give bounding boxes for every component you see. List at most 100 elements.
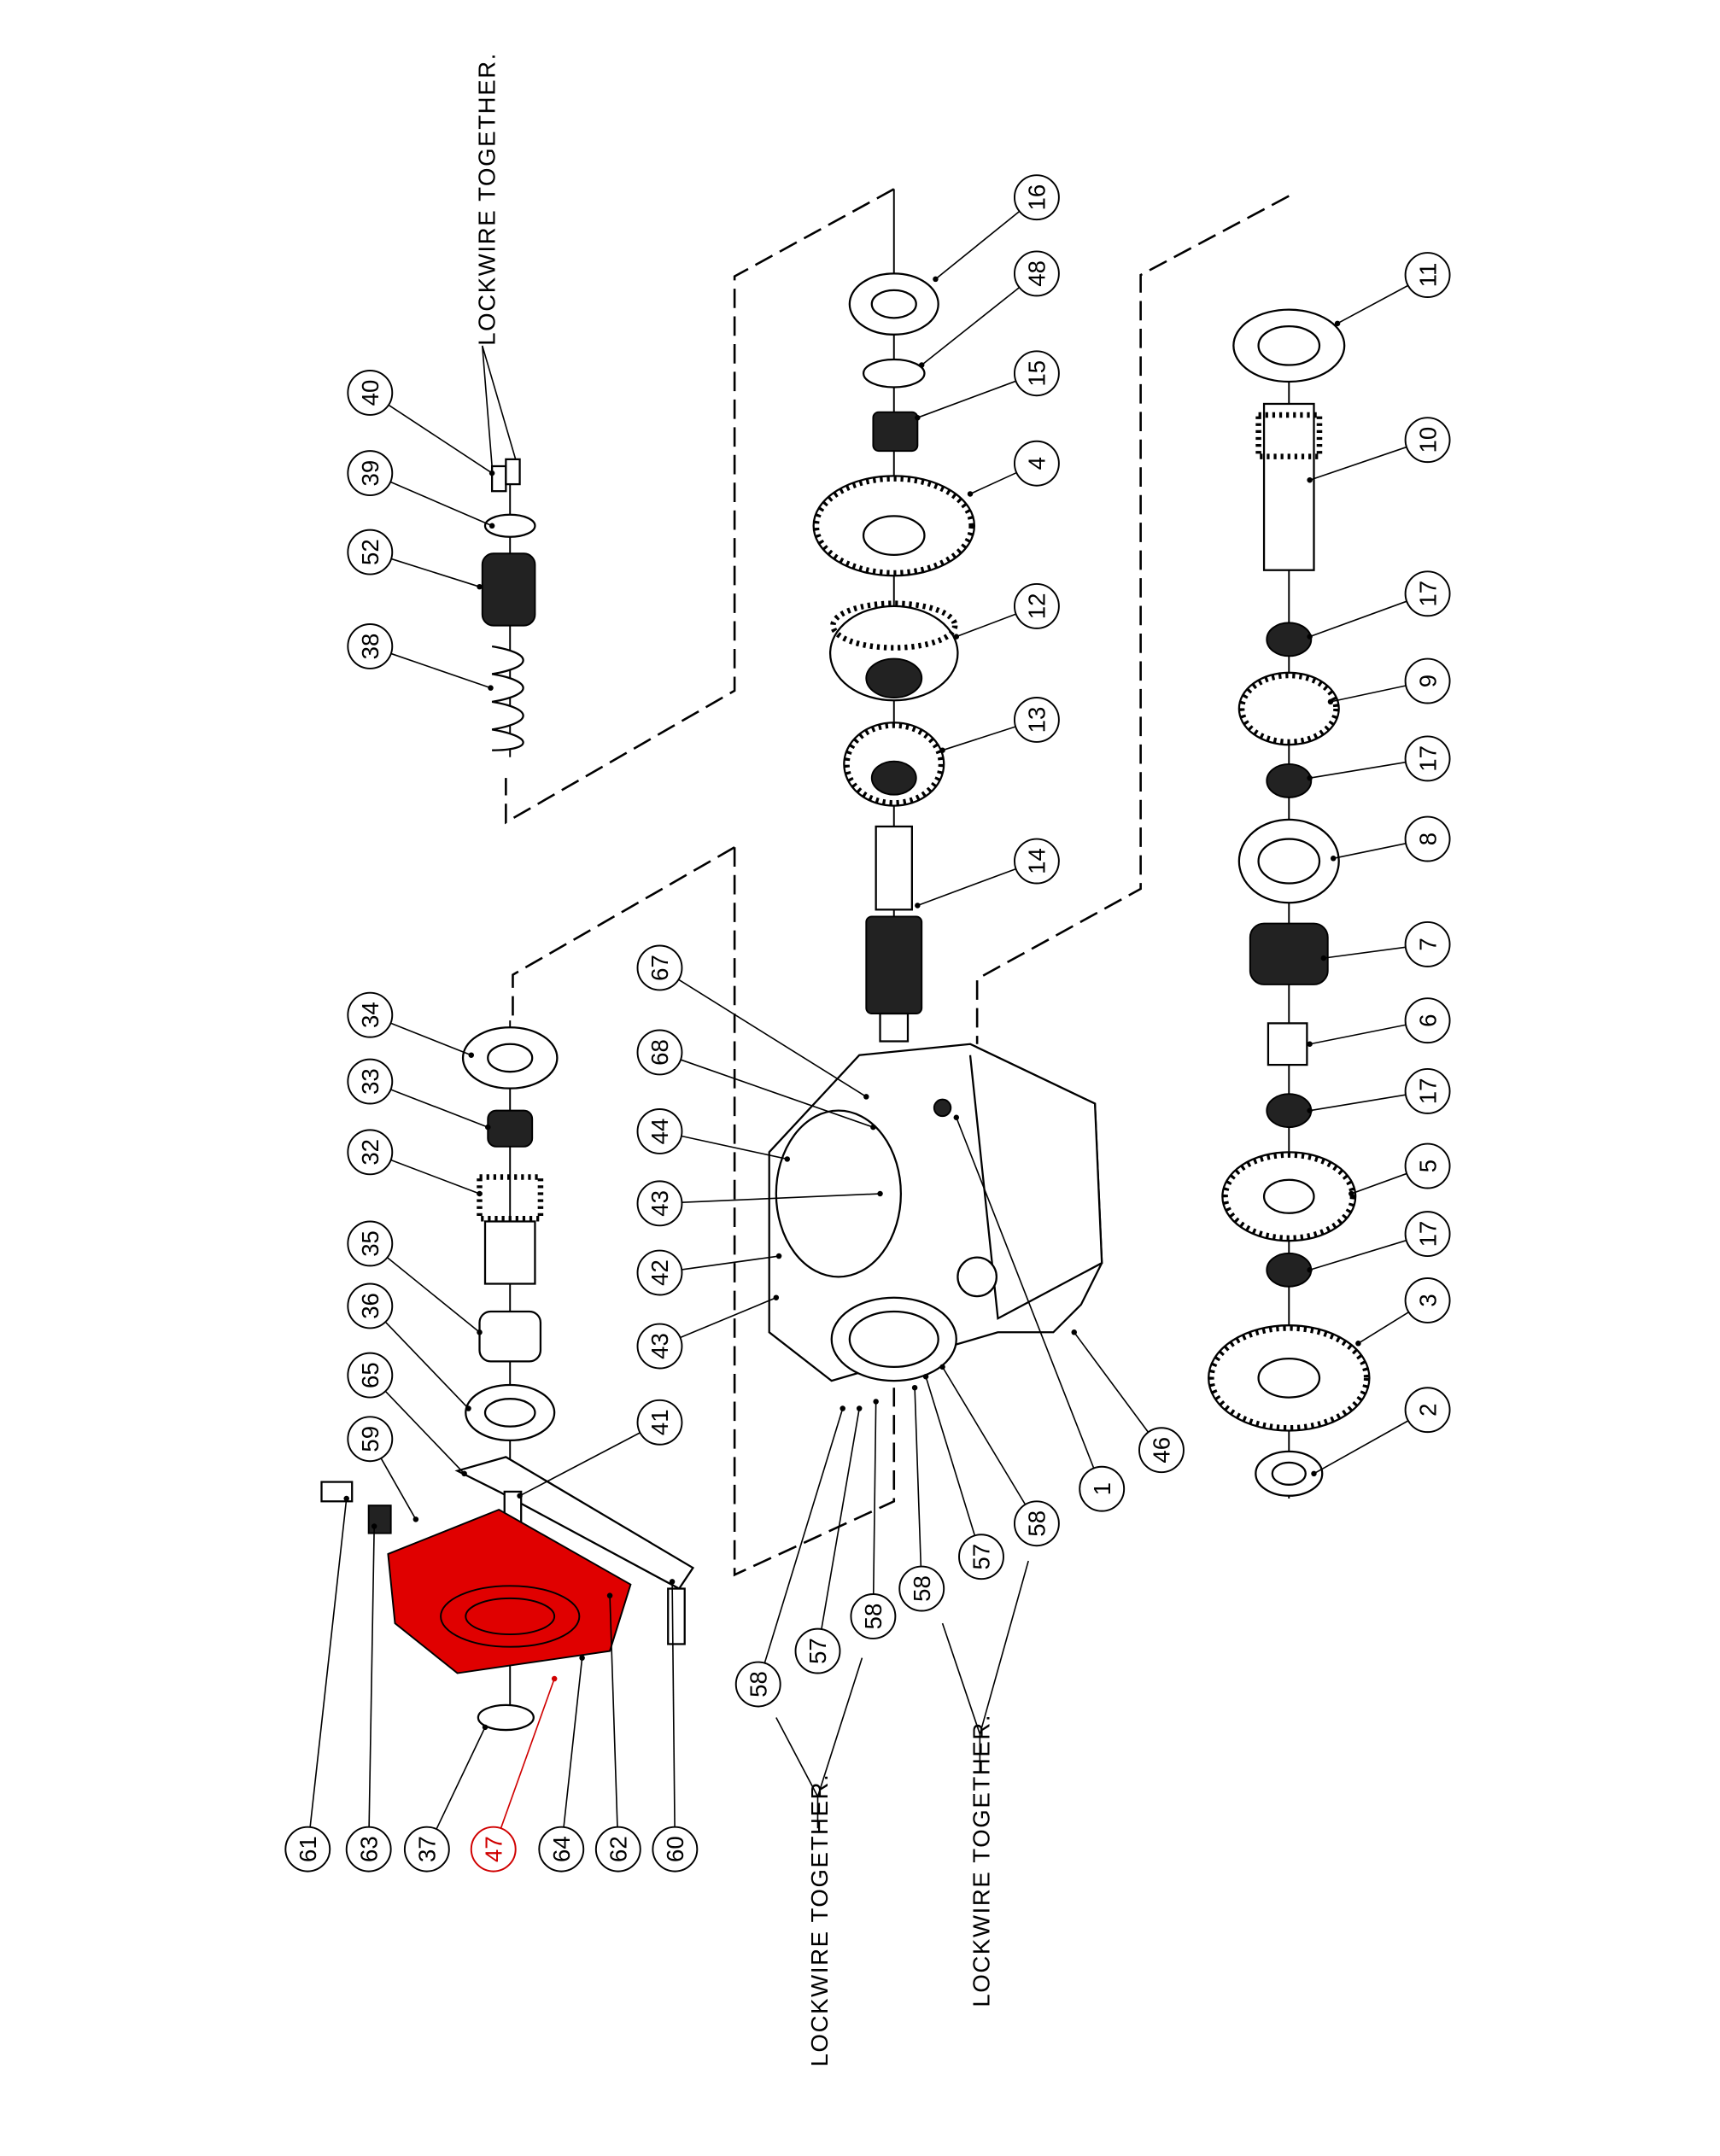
callout-part-41[interactable]: 41: [636, 1399, 683, 1446]
callout-number: 44: [646, 1119, 673, 1145]
callout-part-67[interactable]: 67: [636, 944, 683, 991]
callout-number: 52: [357, 539, 383, 565]
callout-part-9[interactable]: 9: [1404, 657, 1451, 704]
callout-circle: [636, 1323, 683, 1370]
callout-number: 58: [909, 1575, 935, 1602]
callout-part-43[interactable]: 43: [636, 1323, 683, 1370]
callout-part-68[interactable]: 68: [636, 1029, 683, 1076]
callout-part-32[interactable]: 32: [347, 1129, 394, 1176]
callout-part-12[interactable]: 12: [1013, 582, 1060, 629]
callout-part-42[interactable]: 42: [636, 1249, 683, 1296]
callout-circle: [1404, 1211, 1451, 1258]
callout-circle: [347, 1129, 394, 1176]
callout-circle: [1013, 440, 1060, 487]
leader-line: [872, 1401, 877, 1595]
leader-arrowhead: [773, 1294, 780, 1300]
leader-line: [386, 1257, 481, 1333]
callout-circle: [1013, 1500, 1060, 1547]
callout-part-61[interactable]: 61: [284, 1826, 331, 1873]
callout-number: 9: [1414, 675, 1441, 687]
leader-line: [1309, 600, 1407, 638]
callout-circle: [636, 1399, 683, 1446]
callout-part-4[interactable]: 4: [1013, 440, 1060, 487]
callout-part-38[interactable]: 38: [347, 623, 394, 669]
callout-part-59[interactable]: 59: [347, 1416, 394, 1463]
callout-part-13[interactable]: 13: [1013, 697, 1060, 743]
leader-arrowhead: [911, 1384, 918, 1391]
callout-part-10[interactable]: 10: [1404, 417, 1451, 464]
leader-arrowhead: [1327, 698, 1334, 705]
callout-part-46[interactable]: 46: [1138, 1427, 1185, 1474]
callout-part-6[interactable]: 6: [1404, 997, 1451, 1044]
callout-part-14[interactable]: 14: [1013, 838, 1060, 885]
callout-part-2[interactable]: 2: [1404, 1387, 1451, 1434]
leader-arrowhead: [468, 1052, 475, 1058]
callout-part-39[interactable]: 39: [347, 450, 394, 497]
callout-part-17[interactable]: 17: [1404, 1067, 1451, 1114]
callout-number: 58: [745, 1671, 771, 1697]
leader-line: [563, 1657, 583, 1827]
leader-line: [390, 1022, 472, 1056]
callout-part-43[interactable]: 43: [636, 1180, 683, 1227]
callout-circle: [284, 1826, 331, 1873]
callout-circle: [636, 1029, 683, 1076]
callout-part-16[interactable]: 16: [1013, 174, 1060, 221]
callout-part-37[interactable]: 37: [403, 1826, 450, 1873]
callout-circle: [470, 1826, 517, 1873]
callout-part-58[interactable]: 58: [1013, 1500, 1060, 1547]
callout-part-62[interactable]: 62: [594, 1826, 641, 1873]
leader-line: [390, 652, 491, 689]
leader-arrowhead: [477, 583, 483, 590]
callout-circle: [958, 1534, 1004, 1580]
callout-part-57[interactable]: 57: [794, 1627, 841, 1674]
callout-part-17[interactable]: 17: [1404, 1211, 1451, 1258]
callout-part-17[interactable]: 17: [1404, 735, 1451, 782]
callout-part-58[interactable]: 58: [898, 1565, 945, 1612]
callout-circle: [1404, 920, 1451, 967]
leader-arrowhead: [517, 1493, 523, 1499]
callout-part-3[interactable]: 3: [1404, 1277, 1451, 1323]
leader-line: [1323, 946, 1406, 959]
leader-arrowhead: [1334, 320, 1341, 327]
callout-part-5[interactable]: 5: [1404, 1142, 1451, 1189]
callout-number: 6: [1414, 1014, 1441, 1026]
callout-part-48[interactable]: 48: [1013, 250, 1060, 297]
callout-circle: [1079, 1465, 1126, 1512]
callout-number: 14: [1024, 848, 1050, 874]
callout-circle: [347, 450, 394, 497]
callout-circle: [1013, 350, 1060, 397]
callout-part-35[interactable]: 35: [347, 1220, 394, 1267]
leader-line: [934, 210, 1021, 280]
callout-part-40[interactable]: 40: [347, 370, 394, 416]
callout-number: 5: [1414, 1160, 1441, 1172]
callout-number: 68: [646, 1039, 673, 1066]
callout-part-47[interactable]: 47: [470, 1826, 517, 1873]
leader-line: [969, 471, 1017, 495]
callout-part-60[interactable]: 60: [652, 1826, 699, 1873]
callout-part-1[interactable]: 1: [1079, 1465, 1126, 1512]
callout-part-52[interactable]: 52: [347, 529, 394, 576]
leader-arrowhead: [1355, 1341, 1361, 1347]
callout-part-64[interactable]: 64: [538, 1826, 585, 1873]
leader-arrowhead: [1307, 1107, 1313, 1113]
callout-part-8[interactable]: 8: [1404, 815, 1451, 862]
leader-line: [682, 1255, 780, 1271]
callout-part-65[interactable]: 65: [347, 1352, 394, 1399]
callout-part-58[interactable]: 58: [734, 1661, 781, 1708]
callout-part-63[interactable]: 63: [345, 1826, 392, 1873]
leader-arrowhead: [1330, 856, 1337, 862]
callout-part-36[interactable]: 36: [347, 1282, 394, 1329]
callout-part-34[interactable]: 34: [347, 991, 394, 1038]
callout-number: 59: [357, 1426, 383, 1452]
callout-part-57[interactable]: 57: [958, 1534, 1004, 1580]
callout-part-15[interactable]: 15: [1013, 350, 1060, 397]
callout-part-33[interactable]: 33: [347, 1058, 394, 1105]
callout-part-11[interactable]: 11: [1404, 252, 1451, 298]
leader-line: [388, 404, 493, 474]
callout-part-17[interactable]: 17: [1404, 570, 1451, 617]
callout-part-58[interactable]: 58: [850, 1593, 897, 1639]
callout-part-44[interactable]: 44: [636, 1108, 683, 1154]
callout-circle: [347, 623, 394, 669]
callout-part-7[interactable]: 7: [1404, 920, 1451, 967]
callout-circle: [850, 1593, 897, 1639]
